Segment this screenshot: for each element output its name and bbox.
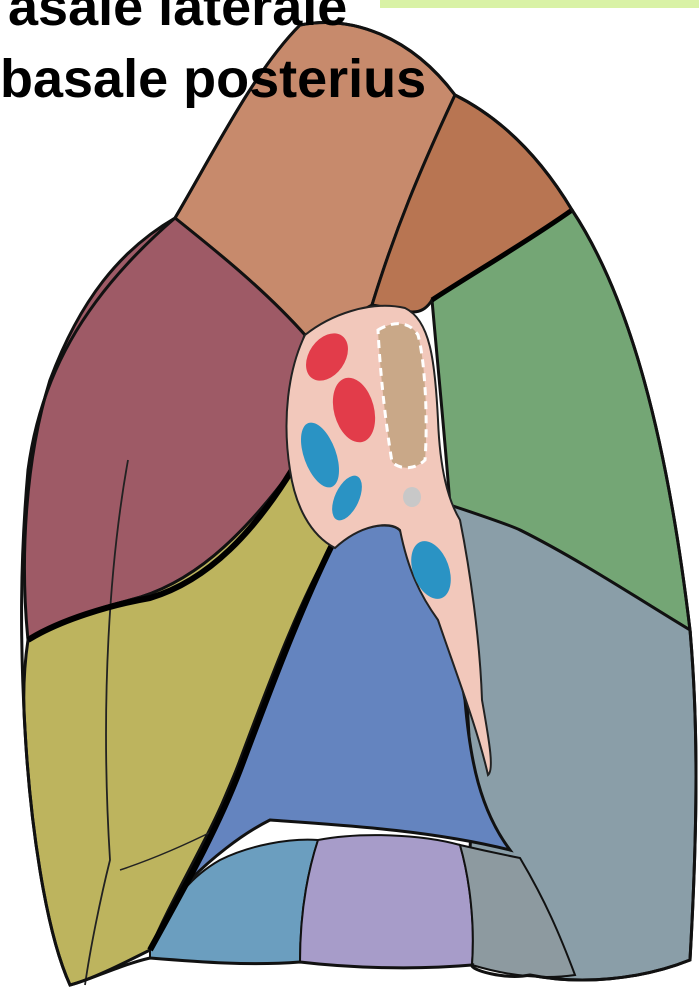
label-basale-laterale: asale laterale <box>8 0 347 34</box>
label-basale-posterius: basale posterius <box>0 52 426 106</box>
segment-lilac <box>300 835 473 968</box>
lymph-node <box>403 487 421 507</box>
